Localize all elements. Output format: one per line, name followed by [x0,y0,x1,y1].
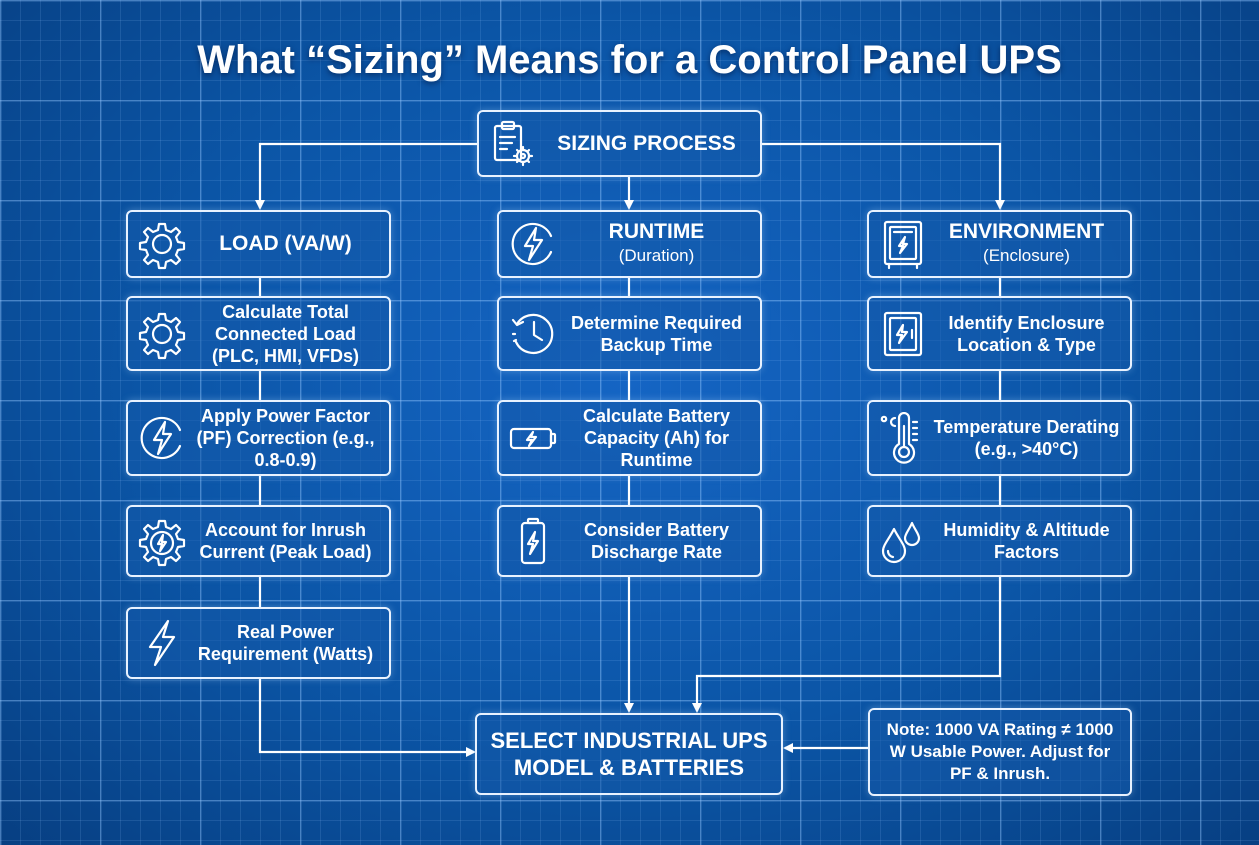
environment-header-label: ENVIRONMENT [948,220,1105,243]
environment-header-box: ENVIRONMENT (Enclosure) [867,210,1132,278]
arrow-to-load [255,142,477,210]
environment-step-3-text: Humidity & Altitude Factors [943,520,1110,562]
lightning-circle-icon [134,410,190,466]
runtime-step-2: Calculate Battery Capacity (Ah) for Runt… [497,400,762,476]
clock-icon [505,306,561,362]
load-header-label: LOAD (VA/W) [219,232,352,255]
runtime-step-3-text: Consider Battery Discharge Rate [583,520,730,562]
enclosure-icon [875,306,931,362]
sizing-process-box: SIZING PROCESS [477,110,762,177]
arrow-to-environment [762,142,1005,210]
environment-step-1: Identify Enclosure Location & Type [867,296,1132,371]
thermometer-icon [875,410,931,466]
droplets-icon [875,513,931,569]
select-ups-label: SELECT INDUSTRIAL UPS MODEL & BATTERIES [490,728,768,780]
cabinet-icon [875,216,931,272]
runtime-step-3: Consider Battery Discharge Rate [497,505,762,577]
load-step-1: Calculate Total Connected Load (PLC, HMI… [126,296,391,371]
note-text: Note: 1000 VA Rating ≠ 1000 W Usable Pow… [886,720,1114,783]
battery-horizontal-icon [505,410,561,466]
arrow-environment-to-result [692,577,1002,713]
lightning-circle-icon [505,216,561,272]
environment-step-1-text: Identify Enclosure Location & Type [948,312,1105,355]
load-step-4: Real Power Requirement (Watts) [126,607,391,679]
environment-step-3: Humidity & Altitude Factors [867,505,1132,577]
environment-step-2: Temperature Derating (e.g., >40°C) [867,400,1132,476]
load-step-4-text: Real Power Requirement (Watts) [197,622,374,664]
runtime-header-label: RUNTIME [608,220,705,243]
note-box: Note: 1000 VA Rating ≠ 1000 W Usable Pow… [868,708,1132,796]
load-step-2: Apply Power Factor (PF) Correction (e.g.… [126,400,391,476]
environment-step-2-text: Temperature Derating (e.g., >40°C) [933,417,1120,459]
environment-header-sub: (Enclosure) [983,246,1070,265]
clipboard-gear-icon [485,116,541,172]
runtime-header-sub: (Duration) [618,246,695,265]
runtime-step-2-text: Calculate Battery Capacity (Ah) for Runt… [582,406,731,470]
select-ups-box: SELECT INDUSTRIAL UPS MODEL & BATTERIES [475,713,783,795]
battery-vertical-icon [505,513,561,569]
load-header-box: LOAD (VA/W) [126,210,391,278]
load-step-1-text: Calculate Total Connected Load (PLC, HMI… [212,301,359,366]
load-step-3-text: Account for Inrush Current (Peak Load) [199,520,372,562]
runtime-step-1-text: Determine Required Backup Time [570,312,743,355]
sizing-process-label: SIZING PROCESS [557,131,736,155]
runtime-header-box: RUNTIME (Duration) [497,210,762,278]
gear-lightning-icon [134,513,190,569]
gear-icon [134,306,190,362]
lightning-icon [134,615,190,671]
arrow-load-to-result [258,679,476,757]
load-step-3: Account for Inrush Current (Peak Load) [126,505,391,577]
diagram-title: What “Sizing” Means for a Control Panel … [197,38,1062,82]
runtime-step-1: Determine Required Backup Time [497,296,762,371]
gear-icon [134,216,190,272]
load-step-2-text: Apply Power Factor (PF) Correction (e.g.… [196,406,375,470]
